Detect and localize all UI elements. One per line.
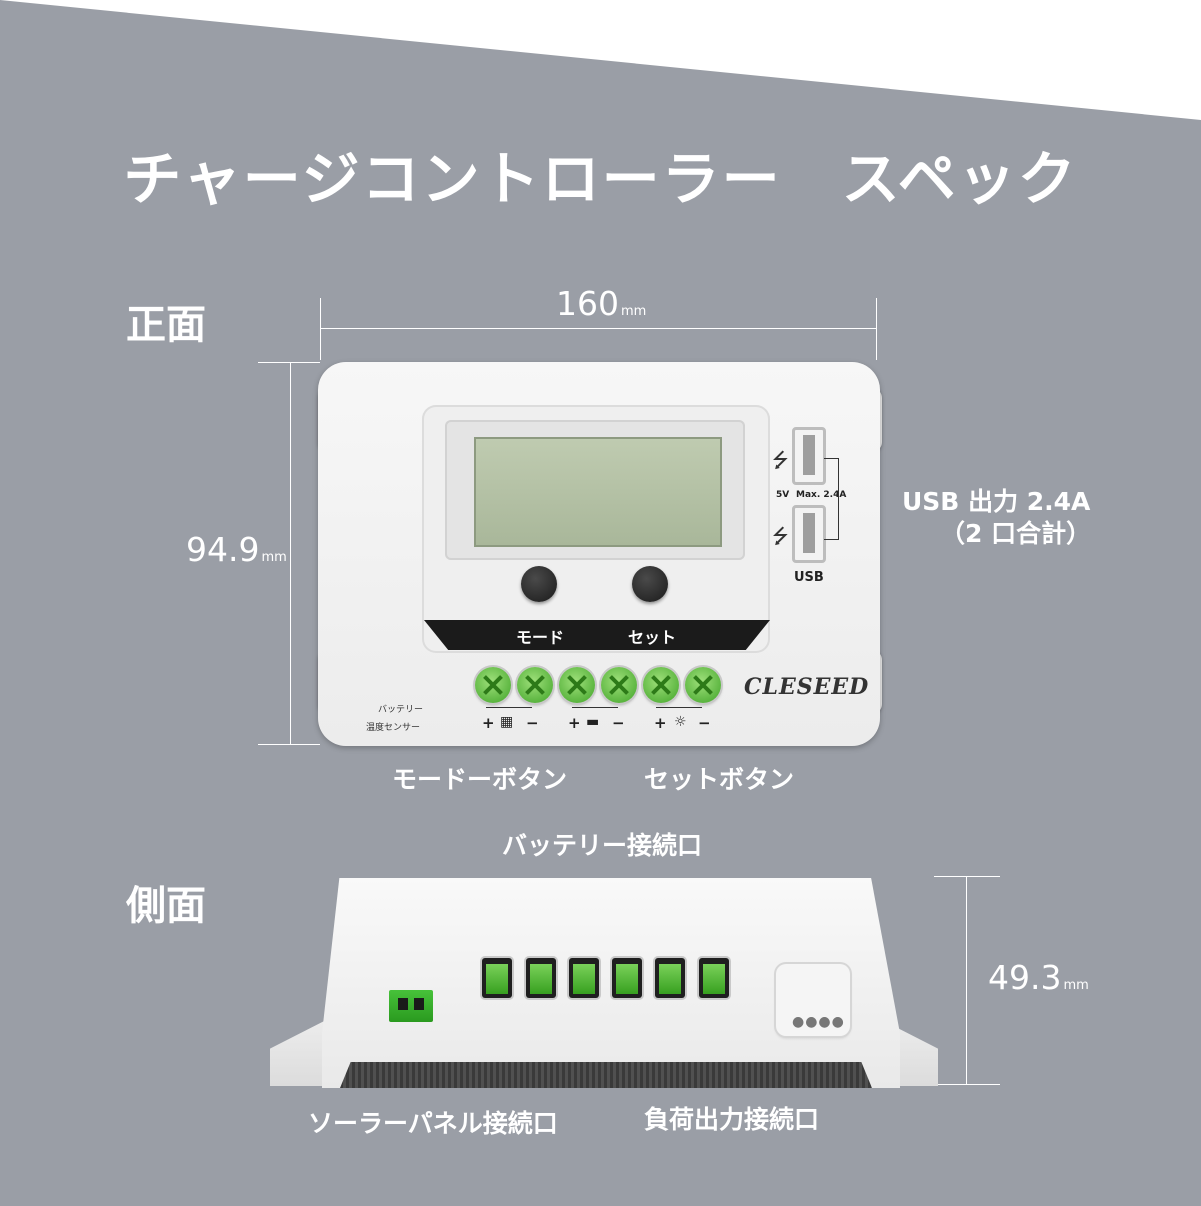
terminal-slot-2[interactable] <box>526 958 556 998</box>
section-label-front: 正面 <box>126 302 206 348</box>
lightbulb-icon: ☼ <box>674 714 687 730</box>
dim-line-depth <box>966 876 967 1085</box>
terminal-group-line-battery <box>572 707 618 708</box>
terminal-screw-6[interactable] <box>685 667 721 703</box>
band-label-mode: モード <box>516 628 565 647</box>
callout-set-button: セットボタン <box>644 765 795 794</box>
callout-usb-total: （2 口合計） <box>940 519 1092 548</box>
band-label-set: セット <box>628 628 677 647</box>
top-white-wedge <box>0 0 1201 120</box>
dim-line-height-bottom <box>258 744 320 745</box>
dim-line-depth-bottom <box>934 1084 1000 1085</box>
usb-max-label: Max. 2.4A <box>796 490 847 500</box>
sensor-label-line1: バッテリー <box>378 705 424 715</box>
callout-solar-port: ソーラーパネル接続口 <box>308 1109 558 1138</box>
terminal-slot-6[interactable] <box>699 958 729 998</box>
section-label-side: 側面 <box>126 883 206 929</box>
dim-line-height <box>290 362 291 745</box>
usb-cover <box>776 964 850 1036</box>
solar-panel-icon: ▦ <box>500 714 514 730</box>
callout-usb-output: USB 出力 2.4A <box>902 487 1091 516</box>
brand-logo: CLESEED <box>744 674 870 700</box>
usb-icon: ⭍ <box>772 448 789 472</box>
terminal-group-line-solar <box>486 707 532 708</box>
usb-5v-label: 5V <box>776 490 790 500</box>
battery-icon: ▬ <box>586 714 600 730</box>
load-plus: + <box>654 714 667 732</box>
set-knob[interactable] <box>632 566 668 602</box>
terminal-screw-5[interactable] <box>643 667 679 703</box>
usb-bracket <box>824 458 839 540</box>
usb-port-bottom[interactable] <box>792 505 826 563</box>
battery-plus: + <box>568 714 581 732</box>
dim-line-depth-top <box>934 876 1000 877</box>
button-label-band <box>424 620 770 650</box>
sensor-connector[interactable] <box>389 990 433 1022</box>
callout-battery-port: バッテリー接続口 <box>502 831 703 860</box>
mode-knob[interactable] <box>521 566 557 602</box>
page-title: チャージコントローラー スペック <box>123 145 1078 213</box>
dim-line-height-top <box>258 362 320 363</box>
terminal-slot-4[interactable] <box>612 958 642 998</box>
terminal-group-line-load <box>656 707 702 708</box>
side-heatsink-base <box>340 1062 872 1088</box>
terminal-slot-3[interactable] <box>569 958 599 998</box>
usb-port-top[interactable] <box>792 427 826 485</box>
dim-line-width <box>320 328 877 329</box>
battery-minus: − <box>612 714 625 732</box>
terminal-screw-3[interactable] <box>559 667 595 703</box>
terminal-screw-1[interactable] <box>475 667 511 703</box>
callout-mode-button: モードーボタン <box>392 765 568 794</box>
terminal-screw-2[interactable] <box>517 667 553 703</box>
dim-line-width-right <box>876 298 877 360</box>
usb-port-label: USB <box>794 570 824 585</box>
terminal-screw-4[interactable] <box>601 667 637 703</box>
usb-icon: ⭍ <box>772 524 789 548</box>
load-minus: − <box>698 714 711 732</box>
terminal-slot-5[interactable] <box>655 958 685 998</box>
dim-line-width-left <box>320 298 321 360</box>
callout-load-port: 負荷出力接続口 <box>644 1105 820 1134</box>
usb-cover-dots: ●●●● <box>792 1014 845 1030</box>
sensor-label-line2: 温度センサー <box>366 723 421 733</box>
solar-minus: − <box>526 714 539 732</box>
solar-plus: + <box>482 714 495 732</box>
lcd-screen <box>474 437 722 547</box>
terminal-slot-1[interactable] <box>482 958 512 998</box>
